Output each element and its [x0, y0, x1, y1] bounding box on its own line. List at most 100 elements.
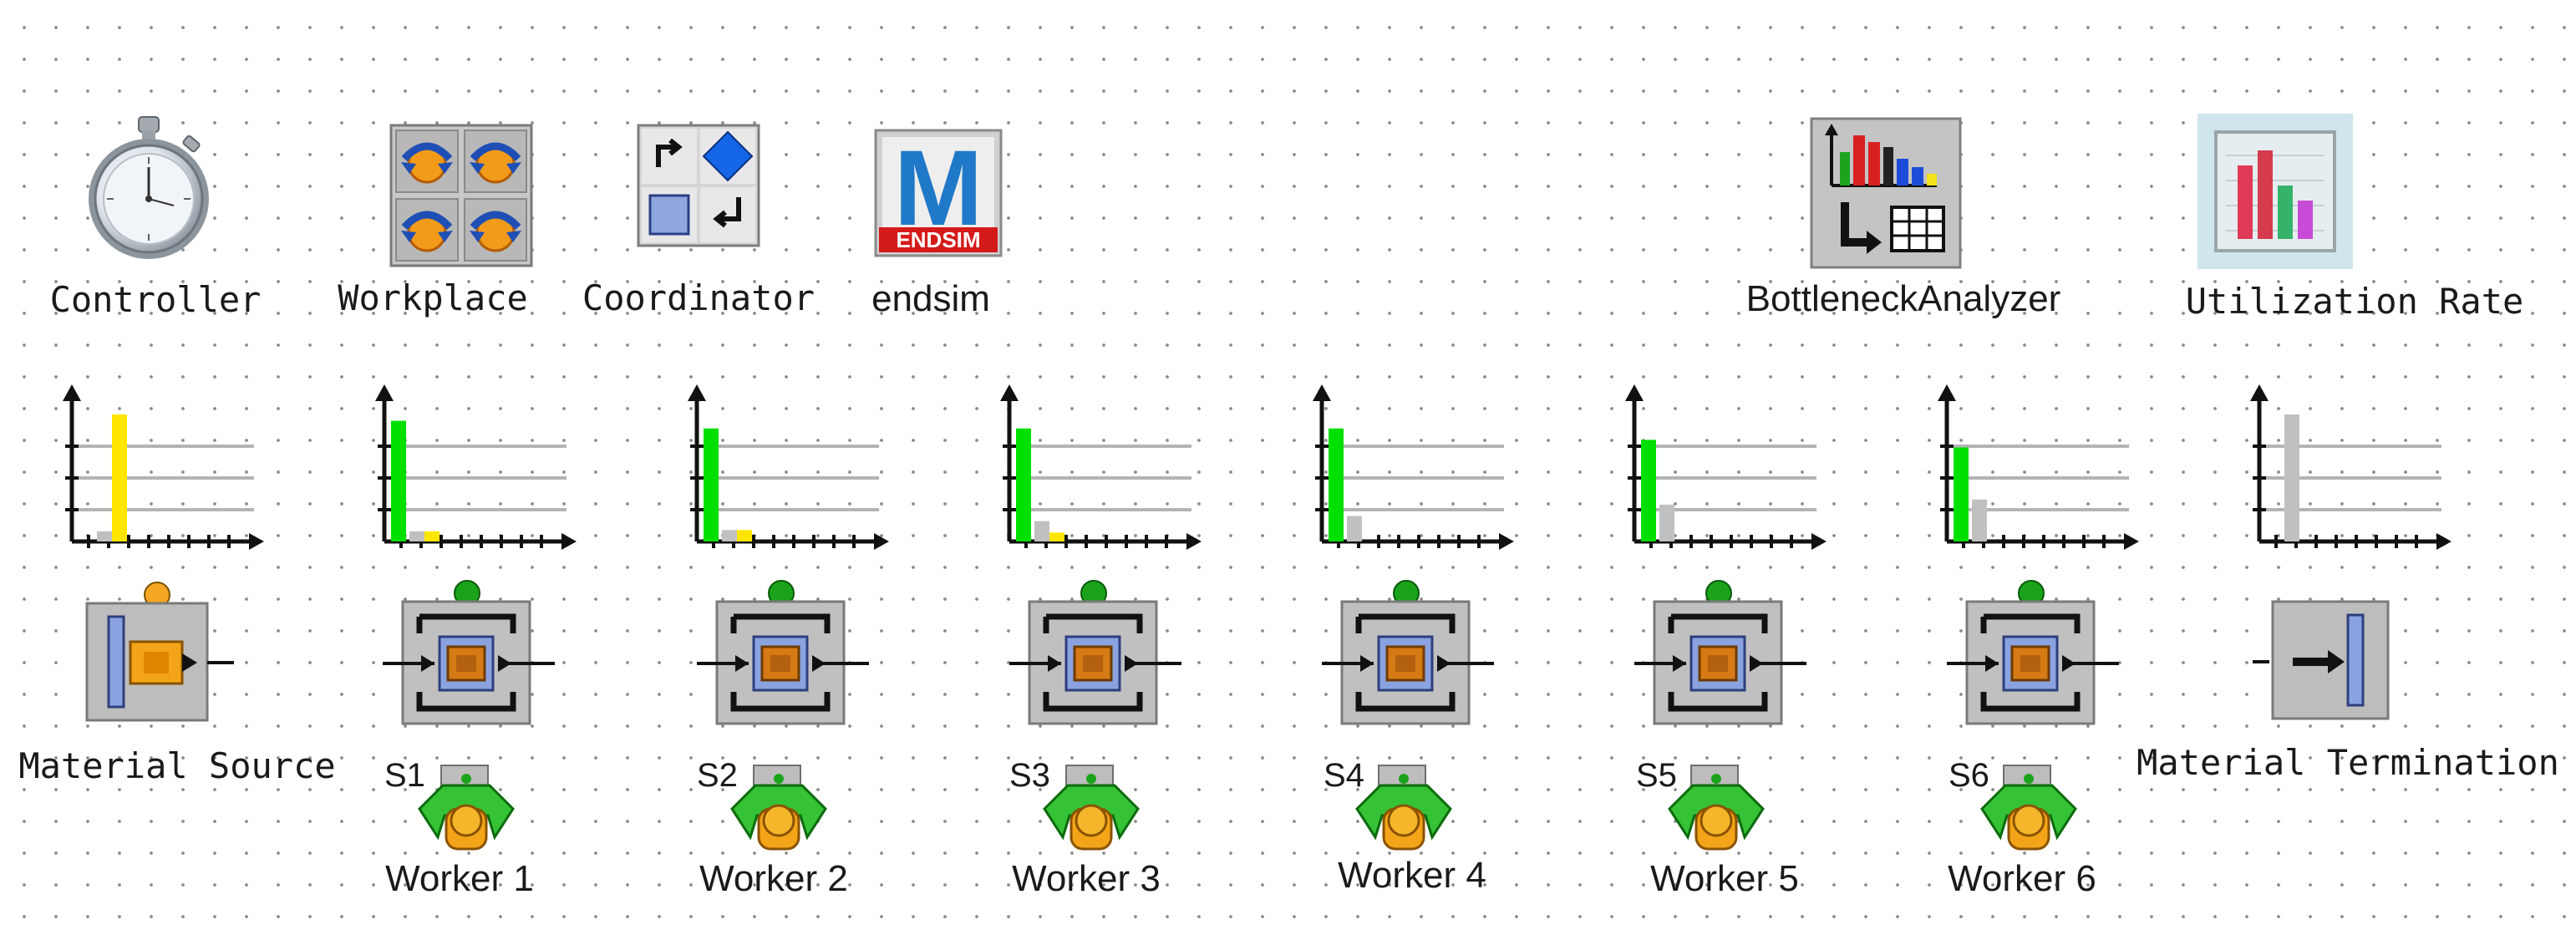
chart-s2	[685, 374, 899, 558]
bar-blocked	[112, 414, 127, 541]
utilization-rate-object[interactable]	[2197, 114, 2353, 269]
station-label-s1: S1	[384, 757, 425, 794]
station-s1[interactable]	[383, 577, 575, 727]
bar-blocked	[424, 531, 439, 541]
bar-chart	[375, 384, 577, 550]
endsim-object[interactable]: M ENDSIM	[874, 129, 1003, 257]
bar-waiting	[1972, 499, 1987, 541]
station-icon	[1322, 600, 1494, 725]
station-label-s6: S6	[1949, 757, 1989, 794]
worker-label-2: Worker 2	[699, 858, 848, 899]
x-axis-arrow	[1499, 533, 1514, 550]
bar-waiting	[97, 531, 112, 541]
bar-chart	[1313, 384, 1514, 550]
bar-working	[1016, 428, 1031, 541]
y-axis-arrow	[688, 384, 706, 401]
y-axis-arrow	[1000, 384, 1019, 401]
bar-working	[1954, 447, 1969, 541]
chart-s6	[1935, 374, 2149, 558]
x-axis-arrow	[561, 533, 577, 550]
stopwatch-icon	[89, 116, 209, 259]
bar-working	[1641, 440, 1656, 541]
utilization-rate-label: Utilization Rate	[2185, 281, 2524, 322]
y-axis-arrow	[63, 384, 81, 401]
chart-s4	[1310, 374, 1524, 558]
station-label-s4: S4	[1324, 757, 1364, 794]
worker-label-3: Worker 3	[1012, 858, 1161, 899]
coordinator-icon	[637, 124, 760, 247]
station-label-s3: S3	[1009, 757, 1050, 794]
worker-6[interactable]	[1979, 762, 2079, 851]
method-badge: M	[893, 129, 983, 248]
workplace-label: Workplace	[338, 277, 528, 318]
station-s2[interactable]	[697, 577, 889, 727]
station-icon	[1009, 600, 1181, 725]
worker-icon	[1980, 765, 2077, 851]
material-source-label: Material Source	[18, 745, 336, 786]
bar-working	[1329, 428, 1344, 541]
worker-3[interactable]	[1041, 762, 1141, 851]
station-s4[interactable]	[1322, 577, 1514, 727]
worker-icon	[1043, 765, 1140, 851]
bar-waiting	[1347, 516, 1362, 541]
worker-4[interactable]	[1354, 762, 1454, 851]
x-axis-arrow	[1186, 533, 1202, 550]
bar-waiting	[2284, 414, 2299, 541]
chart-s5	[1623, 374, 1837, 558]
station-s6[interactable]	[1947, 577, 2139, 727]
bar-blocked	[737, 530, 752, 541]
drain-icon	[2253, 600, 2390, 720]
y-axis-arrow	[2250, 384, 2269, 401]
worker-2[interactable]	[729, 762, 829, 851]
bar-waiting	[1659, 504, 1674, 541]
y-axis-arrow	[1625, 384, 1644, 401]
worker-icon	[1355, 765, 1452, 851]
material-source-object[interactable]	[84, 602, 239, 724]
chart-icon	[2197, 114, 2353, 269]
bottleneck-analyzer-icon	[1810, 117, 1962, 269]
worker-label-4: Worker 4	[1338, 855, 1486, 896]
bar-waiting	[409, 531, 424, 541]
worker-label-5: Worker 5	[1650, 858, 1799, 899]
y-axis-arrow	[1938, 384, 1956, 401]
endsim-label: endsim	[871, 278, 990, 319]
chart-material-termination	[2248, 374, 2462, 558]
method-badge-sub: ENDSIM	[879, 227, 998, 252]
workplace-icon	[389, 124, 533, 267]
chart-s3	[998, 374, 1212, 558]
station-label-s2: S2	[697, 757, 738, 794]
bar-chart	[63, 384, 264, 550]
station-s5[interactable]	[1634, 577, 1827, 727]
bar-working	[391, 420, 406, 541]
bar-waiting	[1034, 521, 1049, 541]
x-axis-arrow	[249, 533, 264, 550]
station-s3[interactable]	[1009, 577, 1202, 727]
worker-icon	[1668, 765, 1765, 851]
worker-label-1: Worker 1	[385, 858, 534, 899]
x-axis-arrow	[1811, 533, 1827, 550]
station-icon	[1947, 600, 2119, 725]
worker-1[interactable]	[416, 762, 516, 851]
y-axis-arrow	[1313, 384, 1331, 401]
workplace-object[interactable]	[389, 124, 533, 267]
coordinator-label: Coordinator	[582, 277, 815, 318]
source-icon	[85, 602, 234, 722]
bottleneck-analyzer-object[interactable]	[1810, 117, 1962, 269]
station-icon	[383, 600, 555, 725]
bar-chart	[1938, 384, 2139, 550]
worker-label-6: Worker 6	[1948, 858, 2096, 899]
chart-material-source	[60, 374, 274, 558]
bar-chart	[2250, 384, 2452, 550]
controller-object[interactable]	[80, 114, 217, 264]
coordinator-object[interactable]	[637, 124, 760, 247]
worker-icon	[418, 765, 515, 851]
station-icon	[697, 600, 869, 725]
bar-working	[704, 428, 719, 541]
worker-icon	[730, 765, 827, 851]
x-axis-arrow	[874, 533, 889, 550]
bar-chart	[688, 384, 889, 550]
material-termination-object[interactable]	[2253, 600, 2390, 722]
x-axis-arrow	[2436, 533, 2452, 550]
worker-5[interactable]	[1666, 762, 1766, 851]
